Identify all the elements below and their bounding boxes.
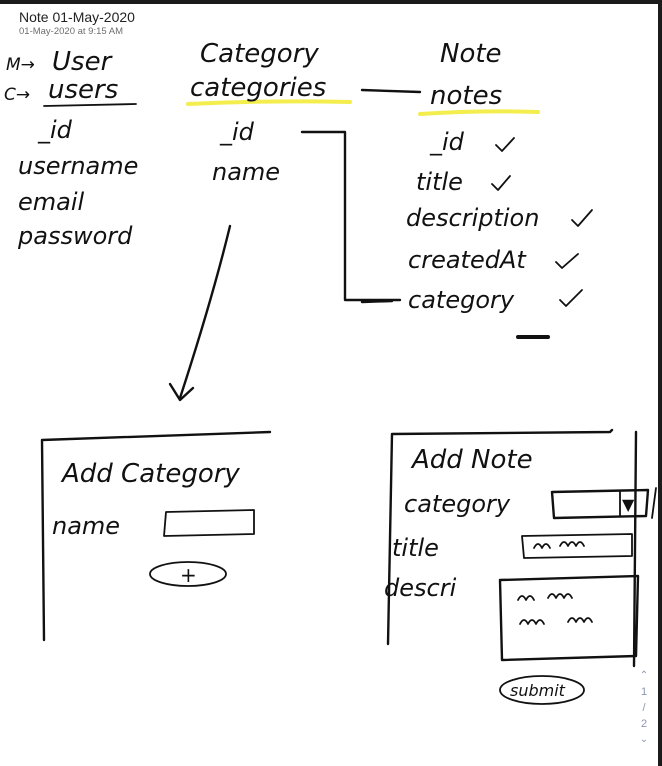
add-note-description-label: descri (384, 574, 457, 602)
category-relation-line (300, 130, 402, 302)
category-field-name: name (212, 158, 280, 186)
add-note-box (386, 428, 638, 668)
user-field-username: username (18, 152, 138, 180)
users-underline (43, 103, 137, 107)
categories-label: categories (190, 73, 326, 103)
submit-button[interactable] (499, 675, 585, 705)
note-label: Note (440, 39, 502, 69)
notes-highlight (418, 109, 540, 116)
user-label: User (52, 47, 114, 77)
current-page: 1 (640, 686, 648, 698)
description-textarea[interactable] (498, 574, 640, 662)
submit-button-label[interactable]: submit (510, 681, 566, 700)
chevron-down-icon[interactable]: ▼ (622, 495, 635, 514)
category-to-form-arrowhead (168, 382, 195, 402)
add-note-category-label: category (404, 490, 511, 518)
page-separator: / (642, 702, 646, 714)
category-select[interactable] (550, 488, 650, 520)
note-field-id: _id (429, 128, 465, 156)
check-icon (571, 209, 593, 227)
page-indicator: ⌃ 1 / 2 ⌄ (633, 668, 655, 748)
add-category-title: Add Category (60, 459, 240, 489)
add-category-box (40, 430, 272, 642)
category-label: Category (200, 39, 319, 69)
category-to-form-arrow (178, 224, 232, 400)
user-field-password: password (17, 222, 133, 250)
note-field-createdat: createdAt (408, 246, 527, 274)
note-title: Note 01-May-2020 (19, 9, 135, 25)
categories-to-notes-line (360, 88, 422, 94)
category-field-id: _id (219, 118, 255, 146)
category-select-divider (619, 487, 657, 519)
note-header: Note 01-May-2020 01-May-2020 at 9:15 AM (0, 4, 662, 40)
note-date: 01-May-2020 at 9:15 AM (19, 26, 124, 37)
add-note-title: Add Note (410, 445, 533, 475)
description-scribble (517, 593, 593, 625)
notes-label: notes (430, 81, 502, 111)
user-prefix: M→ (6, 55, 35, 75)
add-category-button[interactable] (149, 561, 227, 587)
categories-highlight (186, 99, 352, 106)
note-field-description: description (406, 204, 539, 232)
users-label: users (48, 75, 118, 105)
user-field-email: email (18, 188, 85, 216)
check-icon (555, 253, 579, 269)
top-bar (0, 0, 662, 4)
note-field-category: category (408, 286, 515, 314)
add-category-name-label: name (52, 512, 120, 540)
title-input-scribble (533, 541, 585, 549)
category-relation-dash (360, 299, 394, 304)
user-field-id: _id (37, 116, 73, 144)
total-pages: 2 (640, 718, 648, 730)
title-input[interactable] (521, 533, 633, 559)
users-prefix: C→ (4, 85, 30, 105)
add-note-title-label: title (392, 534, 439, 562)
chevron-up-icon[interactable]: ⌃ (639, 670, 649, 681)
check-icon (559, 289, 583, 307)
chevron-down-icon[interactable]: ⌄ (639, 734, 649, 745)
add-button-label[interactable]: + (180, 563, 197, 587)
right-edge-bar (658, 0, 662, 766)
check-icon (491, 175, 511, 191)
note-field-title: title (416, 168, 463, 196)
check-icon (495, 137, 515, 152)
category-name-input[interactable] (163, 509, 255, 537)
